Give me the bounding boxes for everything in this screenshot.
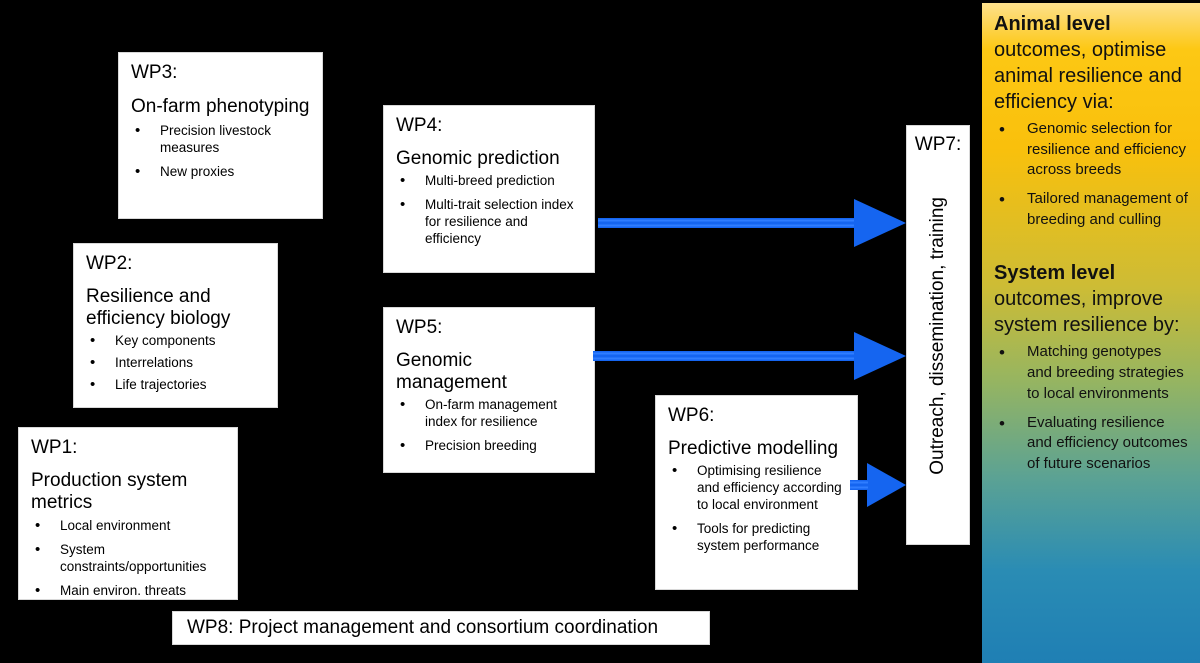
arrow-wp6-to-wp7 [850, 460, 908, 510]
wp6-bullet-2: Tools for predicting system performance [668, 520, 847, 555]
system-level-subheading: outcomes, improve system resilience by: [994, 288, 1180, 337]
wp2-code: WP2: [86, 253, 133, 274]
animal-level-bullet-2: Tailored management of breeding and cull… [994, 188, 1190, 230]
wp4-code: WP4: [396, 115, 443, 136]
wp5-box: WP5: Genomic management On-farm manageme… [383, 307, 595, 473]
wp5-bullet-list: On-farm management index for resilience … [396, 396, 584, 456]
wp4-bullet-2: Multi-trait selection index for resilien… [396, 196, 584, 248]
wp7-box: WP7: Outreach, dissemination, training [906, 125, 970, 545]
animal-level-bullet-list: Genomic selection for resilience and eff… [994, 118, 1190, 230]
wp4-content: WP4: Genomic prediction Multi-breed pred… [384, 106, 594, 261]
wp1-bullet-list: Local environment System constraints/opp… [31, 517, 227, 601]
wp7-title: Outreach, dissemination, training [927, 196, 948, 475]
wp3-content: WP3: On-farm phenotyping Precision lives… [119, 53, 322, 194]
wp4-bullet-1: Multi-breed prediction [396, 172, 584, 191]
wp2-title: Resilience and efficiency biology [86, 286, 231, 330]
wp6-bullet-list: Optimising resilience and efficiency acc… [668, 462, 847, 555]
wp4-title: Genomic prediction [396, 148, 560, 170]
wp2-bullet-list: Key components Interrelations Life traje… [86, 332, 267, 395]
system-level-bullet-2: Evaluating resilience and efficiency out… [994, 411, 1190, 475]
animal-level-bullet-1: Genomic selection for resilience and eff… [994, 118, 1190, 181]
arrow-wp4-to-wp7 [598, 195, 908, 251]
system-level-bullet-1: Matching genotypes and breeding strategi… [994, 341, 1190, 404]
wp5-title: Genomic management [396, 350, 507, 394]
wp4-bullet-list: Multi-breed prediction Multi-trait selec… [396, 172, 584, 248]
wp1-bullet-2: System constraints/opportunities [31, 541, 227, 576]
wp3-code: WP3: [131, 62, 178, 83]
wp1-bullet-1: Local environment [31, 517, 227, 536]
animal-level-heading: Animal level [994, 13, 1111, 35]
wp2-bullet-3: Life trajectories [86, 376, 267, 395]
wp5-bullet-1: On-farm management index for resilience [396, 396, 584, 431]
wp5-code: WP5: [396, 317, 443, 338]
wp1-box: WP1: Production system metrics Local env… [18, 427, 238, 600]
wp6-box: WP6: Predictive modelling Optimising res… [655, 395, 858, 590]
wp1-bullet-3: Main environ. threats [31, 582, 227, 601]
wp3-bullet-list: Precision livestock measures New proxies [131, 122, 312, 182]
wp2-box: WP2: Resilience and efficiency biology K… [73, 243, 278, 408]
animal-level-subheading: outcomes, optimise animal resilience and… [994, 39, 1182, 113]
wp1-title: Production system metrics [31, 470, 188, 514]
wp3-bullet-2: New proxies [131, 163, 312, 182]
wp1-code: WP1: [31, 437, 78, 458]
wp7-code: WP7: [914, 134, 962, 155]
animal-level-block: Animal level outcomes, optimise animal r… [994, 11, 1190, 230]
wp3-box: WP3: On-farm phenotyping Precision lives… [118, 52, 323, 219]
wp1-content: WP1: Production system metrics Local env… [19, 428, 237, 612]
system-level-heading: System level [994, 262, 1116, 285]
wp3-bullet-1: Precision livestock measures [131, 122, 312, 157]
wp8-label: WP8: Project management and consortium c… [187, 617, 659, 638]
wp5-content: WP5: Genomic management On-farm manageme… [384, 308, 594, 468]
wp5-bullet-2: Precision breeding [396, 437, 584, 456]
outcomes-panel: Animal level outcomes, optimise animal r… [982, 3, 1200, 663]
wp3-title: On-farm phenotyping [131, 96, 310, 118]
wp4-box: WP4: Genomic prediction Multi-breed pred… [383, 105, 595, 273]
wp2-bullet-2: Interrelations [86, 354, 267, 373]
wp6-bullet-1: Optimising resilience and efficiency acc… [668, 462, 847, 514]
system-level-bullet-list: Matching genotypes and breeding strategi… [994, 341, 1190, 475]
wp6-title: Predictive modelling [668, 438, 839, 460]
wp2-content: WP2: Resilience and efficiency biology K… [74, 244, 277, 405]
system-level-block: System level outcomes, improve system re… [994, 260, 1190, 474]
arrow-wp5-to-wp7 [593, 328, 908, 384]
wp2-bullet-1: Key components [86, 332, 267, 351]
wp8-bar: WP8: Project management and consortium c… [172, 611, 710, 645]
wp6-code: WP6: [668, 405, 715, 426]
wp6-content: WP6: Predictive modelling Optimising res… [656, 396, 857, 567]
